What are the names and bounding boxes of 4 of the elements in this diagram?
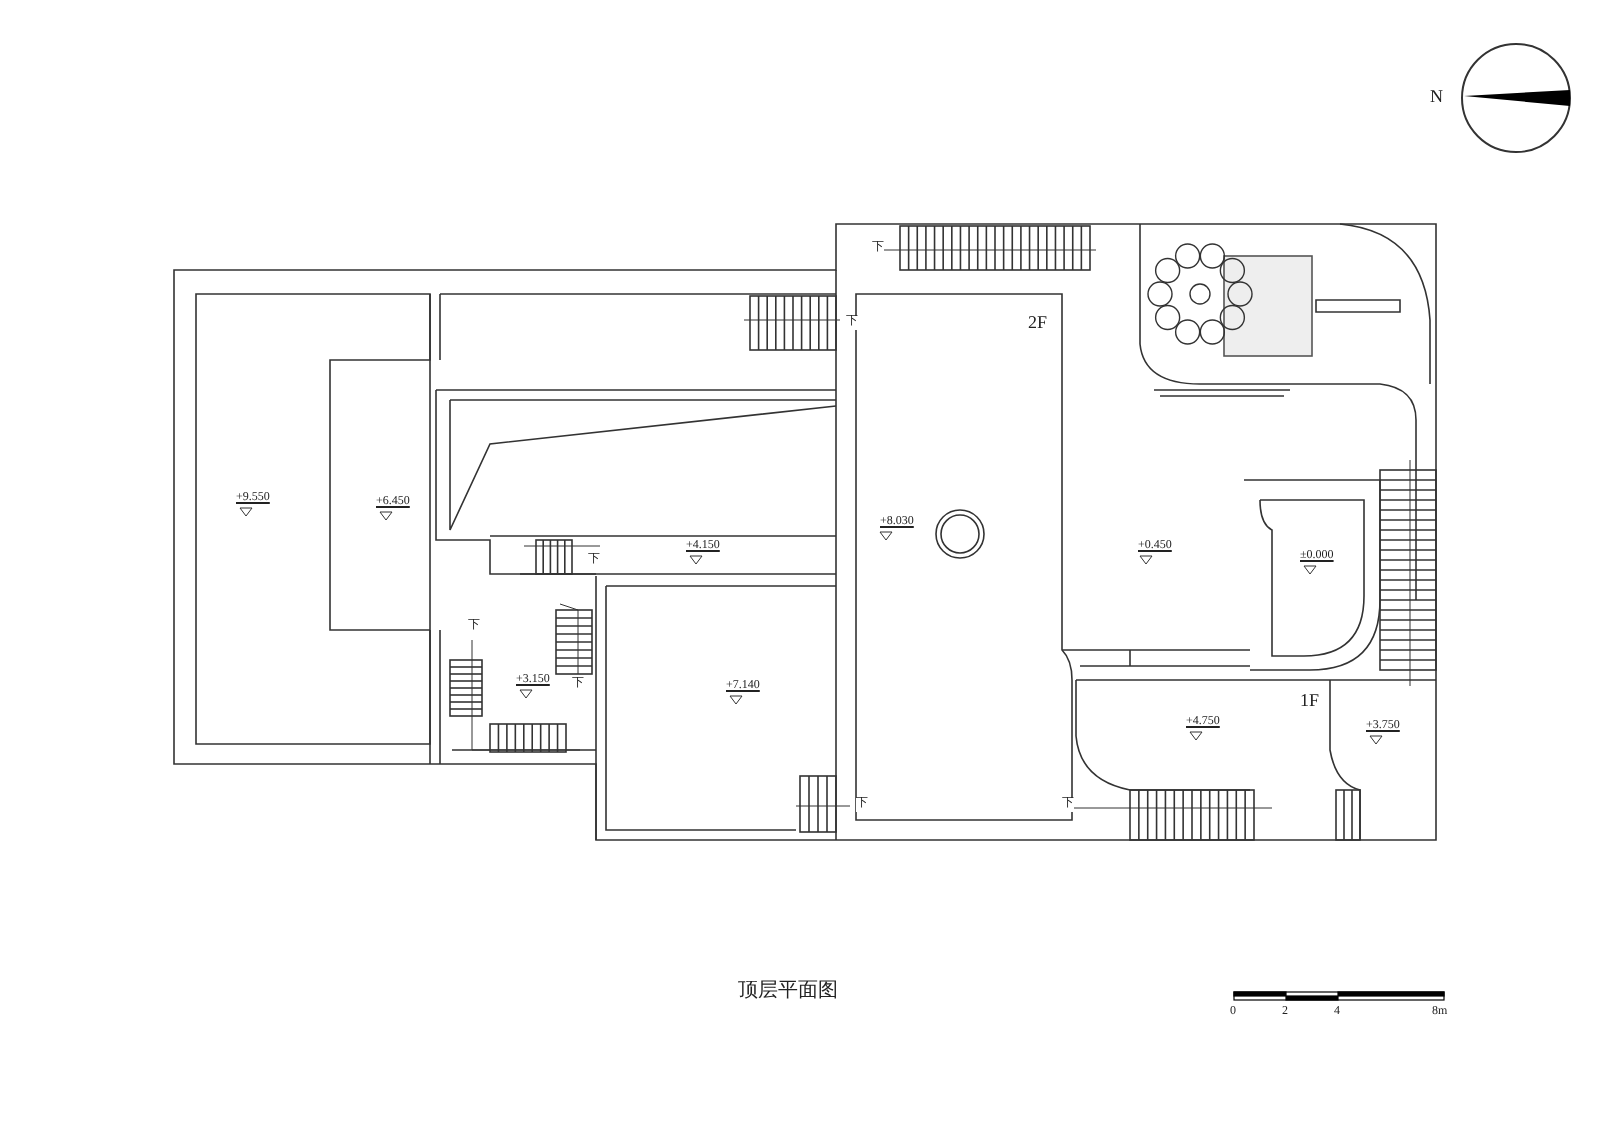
- floor-label: 1F: [1300, 690, 1320, 710]
- caption: 顶层平面图: [738, 980, 838, 1004]
- north-label: N: [1430, 86, 1443, 106]
- floor-label: 2F: [1028, 312, 1048, 332]
